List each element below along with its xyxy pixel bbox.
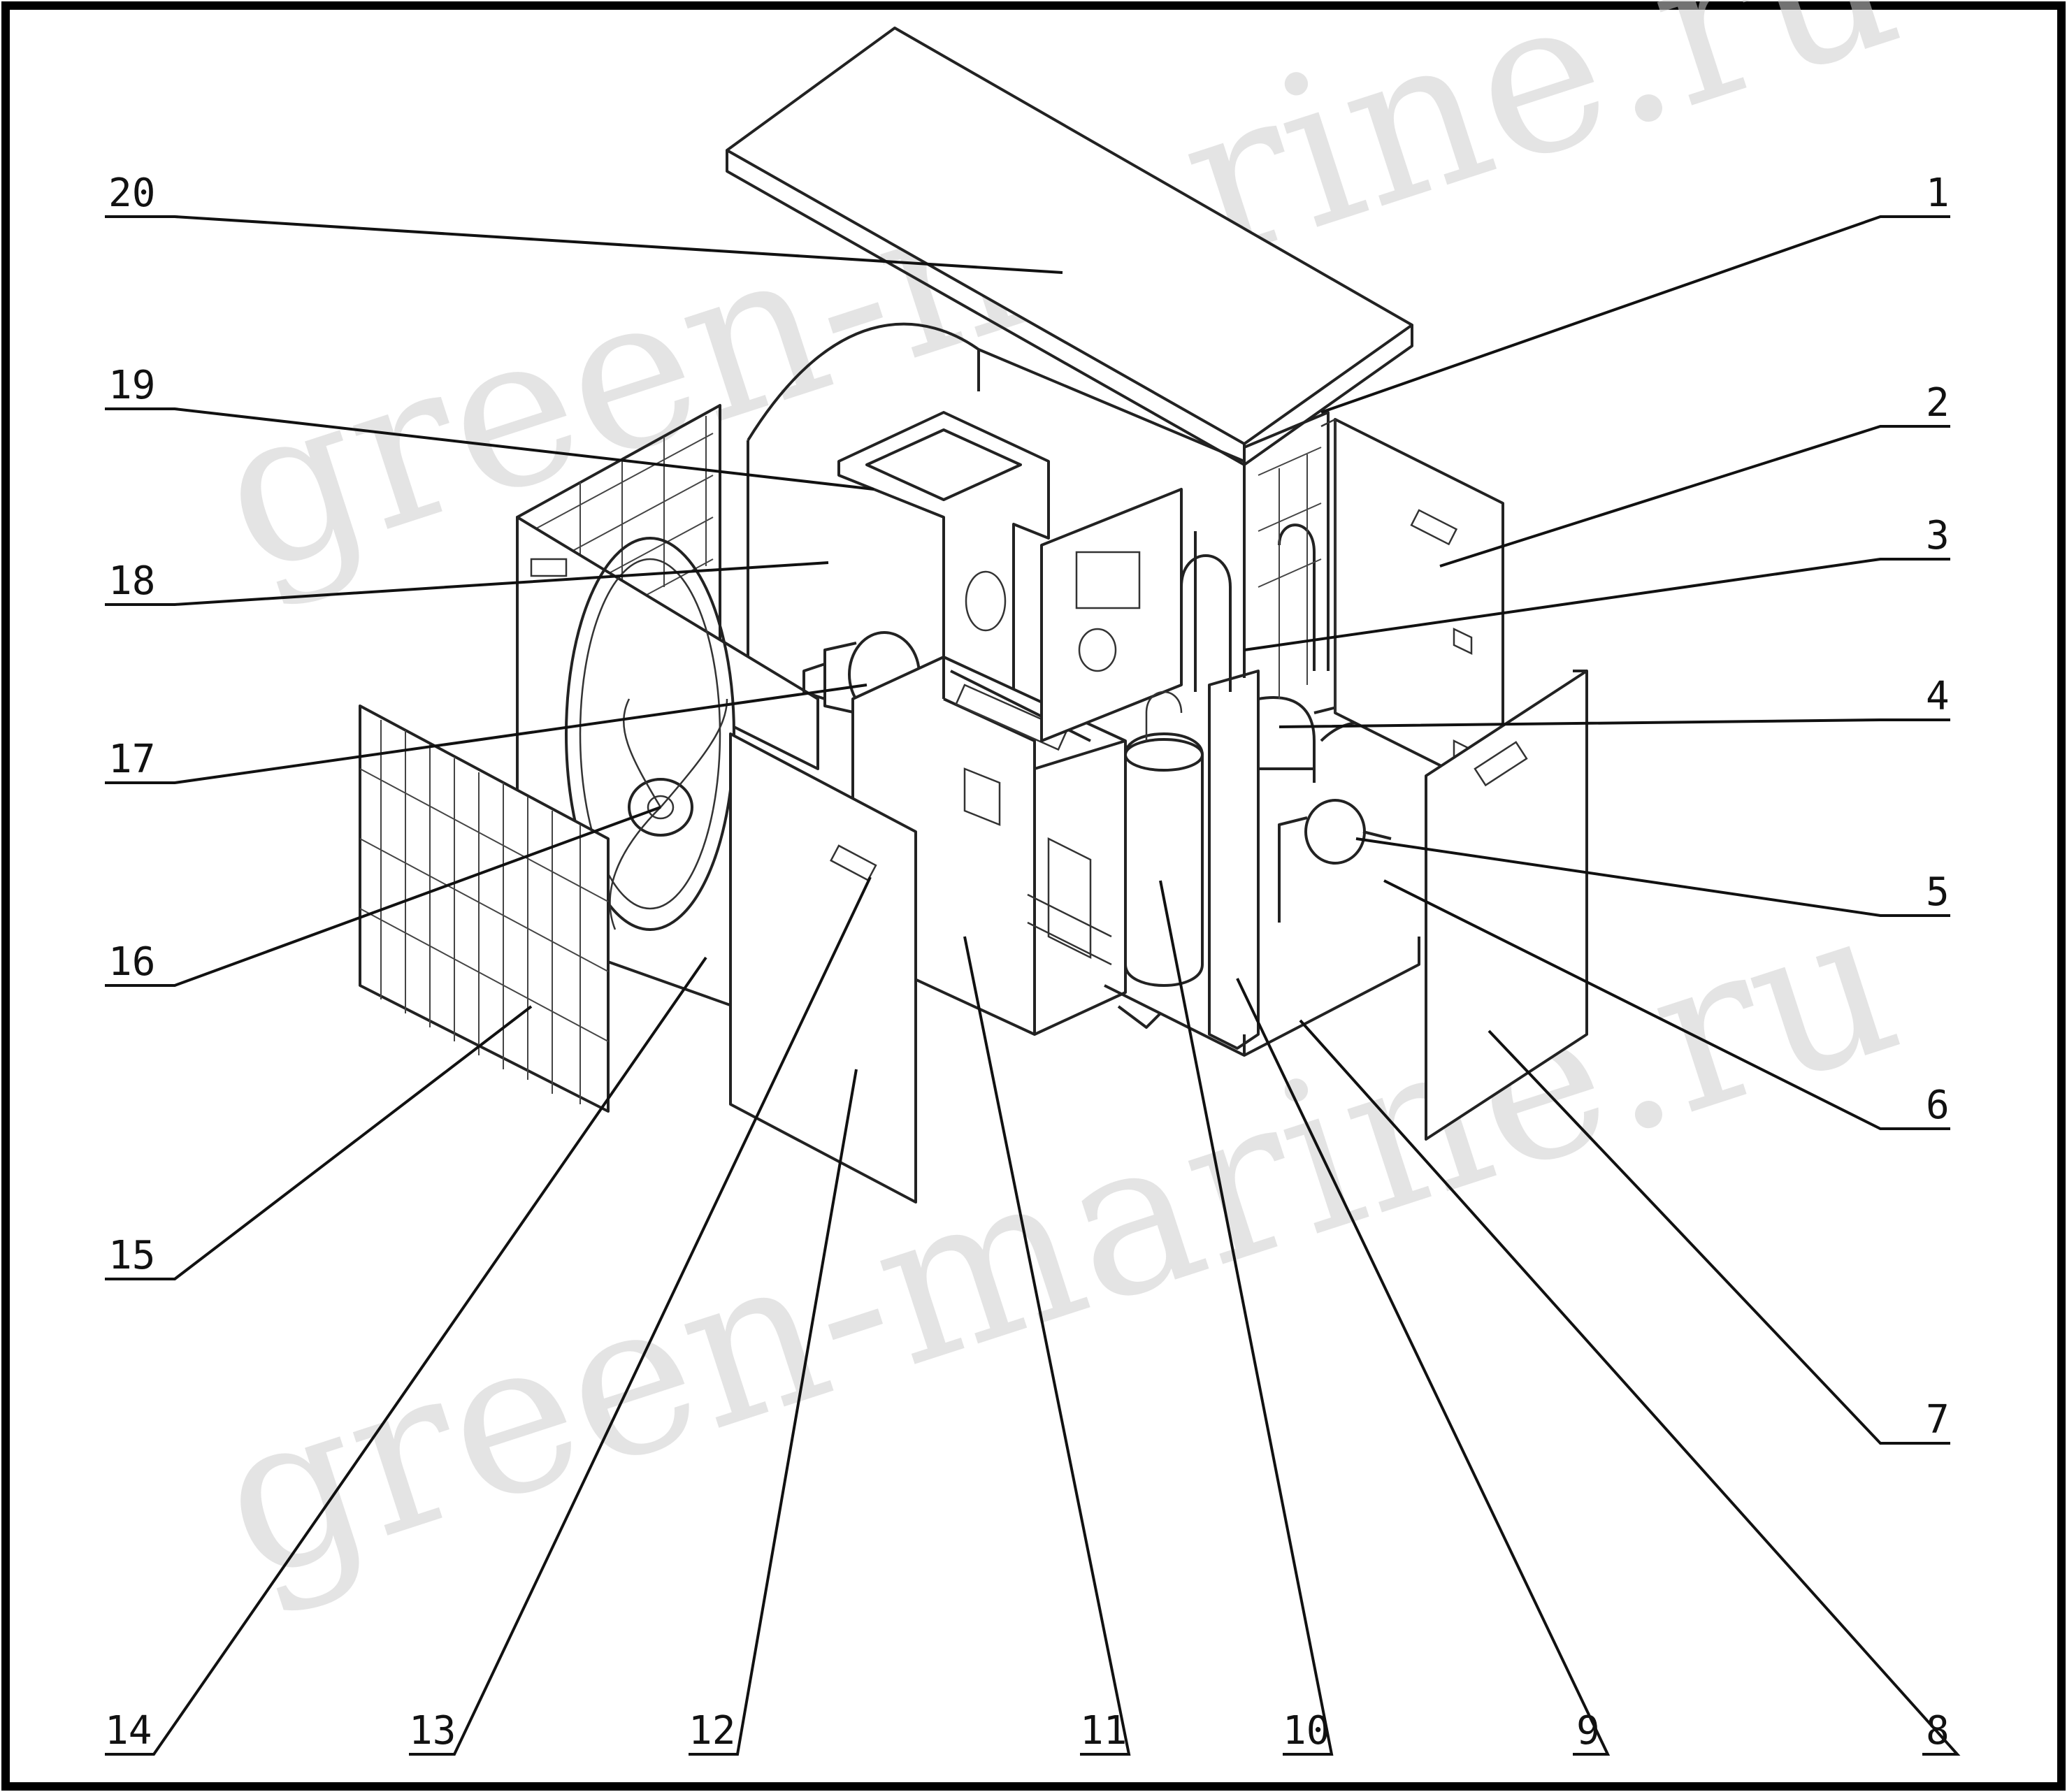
svg-text:5: 5 [1926, 869, 1950, 915]
callout-1: 1 [1320, 171, 1950, 414]
callout-7: 7 [1488, 1029, 1950, 1445]
svg-text:16: 16 [108, 939, 155, 985]
svg-text:1: 1 [1926, 171, 1950, 216]
callout-18: 18 [105, 558, 829, 606]
base-tray [1104, 937, 1420, 1057]
fan-grille [359, 704, 610, 1113]
side-panel [729, 732, 917, 1204]
svg-text:6: 6 [1926, 1083, 1950, 1128]
svg-text:20: 20 [108, 171, 155, 216]
svg-text:18: 18 [108, 558, 155, 604]
fan-hub [628, 778, 693, 837]
svg-text:10: 10 [1283, 1708, 1330, 1754]
callout-3: 3 [1244, 513, 1950, 651]
callout-14: 14 [105, 956, 707, 1756]
callout-15: 15 [105, 1005, 533, 1280]
svg-text:4: 4 [1926, 674, 1950, 719]
svg-text:19: 19 [108, 363, 155, 408]
callout-2: 2 [1439, 380, 1950, 568]
svg-text:2: 2 [1926, 380, 1950, 426]
right-access-panel [1425, 670, 1588, 1141]
svg-text:17: 17 [108, 737, 155, 782]
callout-11: 11 [963, 936, 1131, 1756]
svg-text:7: 7 [1926, 1397, 1950, 1443]
heat-pump-drawing [359, 27, 1588, 1204]
callout-19: 19 [105, 363, 874, 491]
svg-text:13: 13 [409, 1708, 456, 1754]
right-rear-panel [1320, 417, 1504, 798]
svg-text:3: 3 [1926, 513, 1950, 558]
refrigerant-piping [1180, 503, 1316, 1050]
fan-ring [565, 537, 735, 931]
callout-17: 17 [105, 684, 867, 784]
svg-text:11: 11 [1080, 1708, 1127, 1754]
svg-text:14: 14 [105, 1708, 152, 1754]
callout-20: 20 [105, 171, 1063, 274]
callout-6: 6 [1383, 879, 1950, 1130]
top-lid [726, 27, 1413, 466]
controller-panel [1040, 488, 1183, 742]
callouts: 20 19 18 17 16 15 1 2 [105, 171, 1961, 1756]
callout-16: 16 [105, 806, 661, 987]
svg-text:12: 12 [689, 1708, 735, 1754]
callout-9: 9 [1236, 978, 1611, 1756]
compressor [1124, 691, 1204, 987]
water-pump [1278, 698, 1392, 923]
callout-10: 10 [1159, 880, 1334, 1756]
callout-8: 8 [1299, 1019, 1961, 1756]
callout-13: 13 [409, 876, 872, 1756]
partition [837, 411, 1050, 742]
callout-4: 4 [1279, 674, 1950, 728]
callout-12: 12 [689, 1069, 858, 1756]
svg-text:15: 15 [108, 1233, 155, 1278]
callout-5: 5 [1355, 837, 1950, 917]
